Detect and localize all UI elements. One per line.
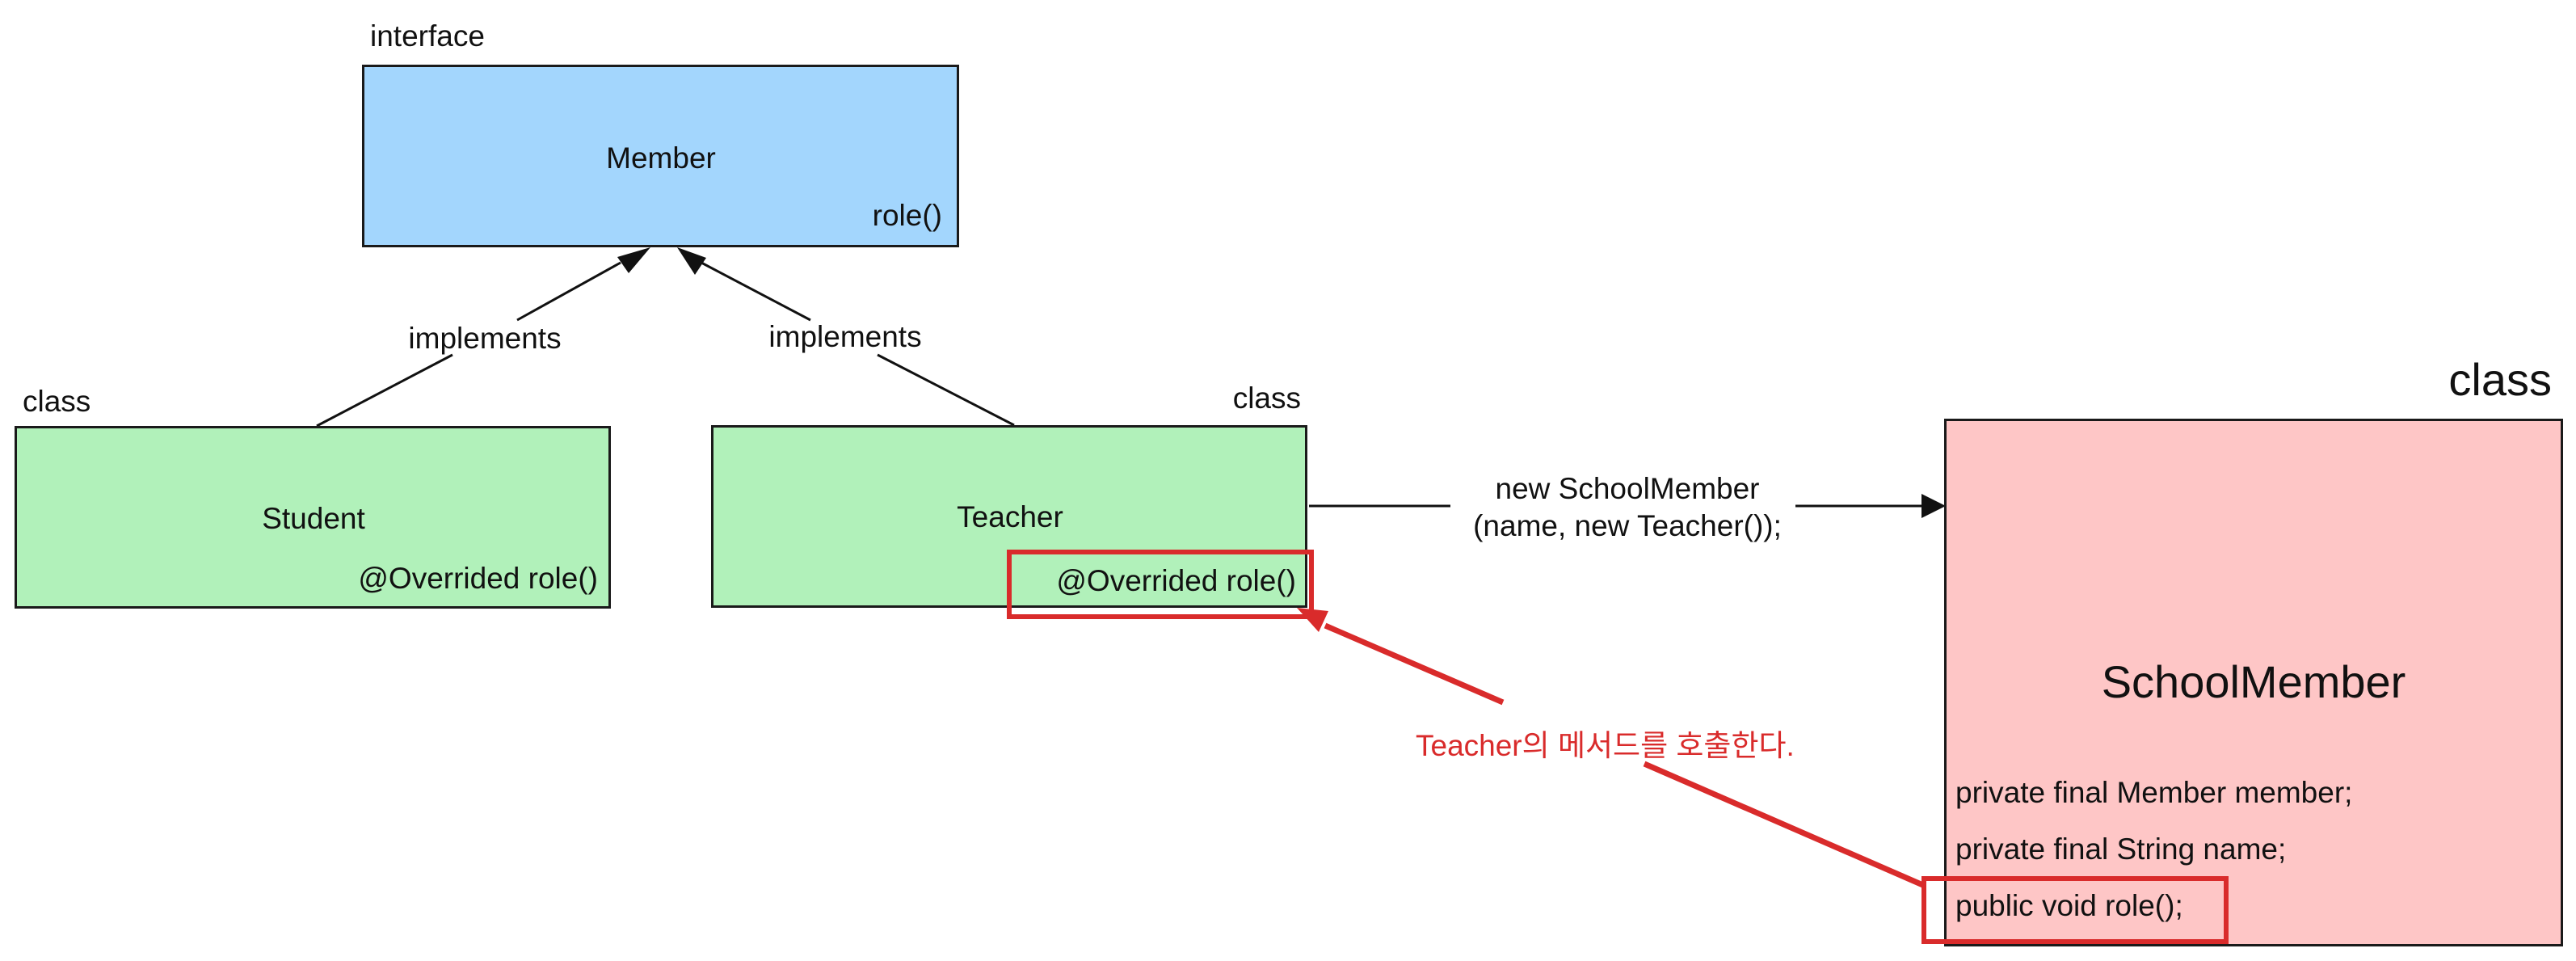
school-member-method: public void role(); xyxy=(1955,889,2183,922)
implements-label-left: implements xyxy=(408,322,562,355)
student-class-box xyxy=(15,426,611,609)
teacher-method-highlight xyxy=(1007,550,1314,619)
arrowhead-student-member xyxy=(617,247,650,273)
arrow-label-line1: new SchoolMember xyxy=(1495,472,1760,505)
arrowhead-teacher-member xyxy=(677,247,706,275)
school-member-field-member: private final Member member; xyxy=(1955,776,2353,809)
member-interface-box xyxy=(362,65,959,247)
implements-connector-student xyxy=(316,353,453,428)
teacher-title: Teacher xyxy=(957,500,1063,533)
call-arrow-upper xyxy=(1324,622,1505,706)
school-member-title: SchoolMember xyxy=(2101,656,2406,707)
teacher-stereotype: class xyxy=(1232,381,1301,415)
implements-label-right: implements xyxy=(768,320,922,353)
student-title: Student xyxy=(262,502,365,535)
student-method: @Overrided role() xyxy=(358,562,598,595)
arrow-label-line2: (name, new Teacher()); xyxy=(1473,509,1782,542)
interface-stereotype: interface xyxy=(370,19,485,53)
teacher-method: @Overrided role() xyxy=(1056,564,1296,597)
school-member-field-name: private final String name; xyxy=(1955,832,2287,866)
school-member-stereotype: class xyxy=(2448,354,2552,405)
arrowhead-school-member xyxy=(1921,494,1946,518)
member-method: role() xyxy=(872,199,942,232)
implements-connector-teacher xyxy=(877,353,1015,427)
implements-connector-student-upper xyxy=(516,261,621,322)
student-stereotype: class xyxy=(23,385,91,418)
member-title: Member xyxy=(606,141,716,175)
school-member-method-highlight xyxy=(1921,876,2229,944)
call-arrowhead xyxy=(1297,608,1328,632)
call-arrow-lower xyxy=(1643,761,1926,889)
implements-connector-teacher-upper xyxy=(701,261,811,322)
school-member-class-box xyxy=(1944,419,2563,946)
call-annotation: Teacher의 메서드를 호출한다. xyxy=(1416,729,1795,762)
